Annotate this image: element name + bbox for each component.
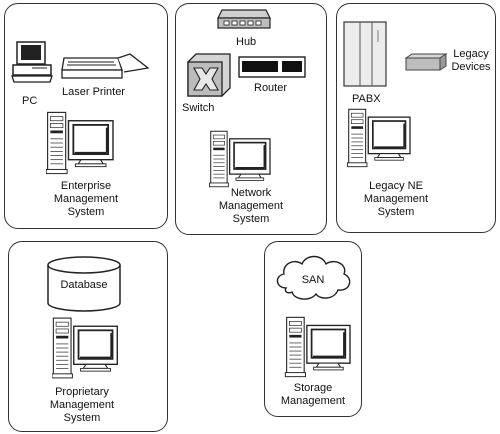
legacy-device-icon	[404, 53, 448, 71]
legacy-title-line-1: Legacy NE	[369, 180, 423, 192]
storage-title-line-2: Management	[280, 395, 346, 407]
legacy-devices-line-2: Devices	[451, 61, 491, 73]
workstation-icon	[46, 111, 114, 175]
pabx-label: PABX	[352, 93, 381, 105]
network-management-group	[175, 3, 327, 235]
legacy-devices-line-1: Legacy	[453, 48, 489, 60]
proprietary-title-line-2: Management	[49, 399, 115, 411]
network-system-title: Network Management System	[180, 187, 322, 226]
enterprise-title-line-2: Management	[53, 193, 119, 205]
pabx-icon	[343, 21, 387, 87]
enterprise-system-title: Enterprise Management System	[24, 180, 148, 219]
storage-system-title: Storage Management	[266, 382, 360, 408]
proprietary-title-line-3: System	[63, 412, 101, 424]
proprietary-system-title: Proprietary Management System	[20, 386, 144, 425]
workstation-icon	[284, 316, 351, 378]
legacy-title-line-3: System	[377, 206, 415, 218]
workstation-icon	[346, 108, 411, 168]
laser-printer-label: Laser Printer	[62, 86, 125, 98]
proprietary-title-line-1: Proprietary	[55, 386, 109, 398]
legacy-devices-label: Legacy Devices	[448, 48, 494, 74]
network-title-line-3: System	[232, 213, 270, 225]
router-label: Router	[254, 82, 288, 94]
pc-label: PC	[22, 95, 38, 107]
database-icon	[47, 256, 121, 312]
enterprise-title-line-3: System	[67, 206, 105, 218]
pc-icon	[11, 41, 53, 83]
hub-label: Hub	[236, 36, 257, 48]
router-icon	[238, 56, 306, 78]
laser-printer-icon	[61, 53, 150, 79]
workstation-icon	[208, 130, 271, 188]
hub-icon	[217, 9, 271, 29]
network-title-line-2: Management	[218, 200, 284, 212]
legacy-title-line-2: Management	[363, 193, 429, 205]
database-label: Database	[60, 279, 108, 291]
storage-title-line-1: Storage	[293, 382, 333, 394]
san-cloud-icon	[276, 255, 351, 300]
network-title-line-1: Network	[230, 187, 272, 199]
switch-icon	[187, 53, 231, 97]
switch-label: Switch	[182, 102, 215, 114]
enterprise-title-line-1: Enterprise	[60, 180, 112, 192]
enterprise-management-group	[4, 3, 168, 229]
legacy-system-title: Legacy NE Management System	[340, 180, 452, 219]
san-label: SAN	[301, 274, 325, 286]
workstation-icon	[52, 317, 119, 379]
